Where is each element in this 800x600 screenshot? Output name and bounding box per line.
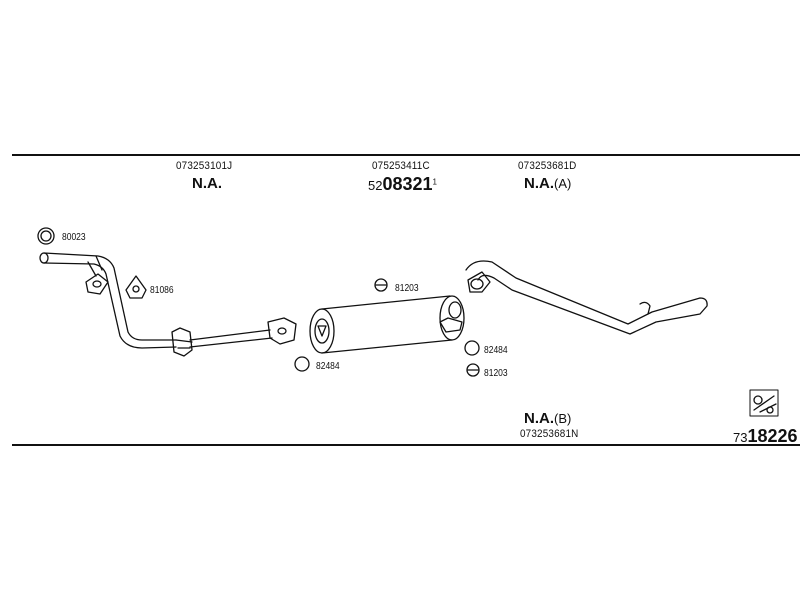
tail-pipe-na-suffix: (A) bbox=[554, 176, 572, 191]
bottom-rule bbox=[12, 444, 800, 446]
bottom-na-text: N.A. bbox=[524, 410, 554, 427]
muffler-part-code: 075253411C bbox=[372, 160, 430, 172]
diagram-number-main: 18226 bbox=[747, 426, 798, 446]
bottom-part-code: 073253681N bbox=[520, 428, 579, 440]
muffler-catalog-sup: 1 bbox=[432, 177, 437, 187]
muffler-catalog-prefix: 52 bbox=[368, 178, 383, 193]
bottom-na-suffix: (B) bbox=[554, 411, 572, 426]
tail-pipe-part-code: 073253681D bbox=[518, 160, 577, 172]
muffler-catalog-main: 08321 bbox=[382, 174, 433, 194]
top-rule bbox=[12, 154, 800, 156]
front-pipe-icon bbox=[39, 252, 297, 357]
ref-81203-bottom: 81203 bbox=[484, 368, 508, 379]
clamp-kit-icon bbox=[749, 389, 779, 417]
tail-pipe-na-text: N.A. bbox=[524, 175, 554, 192]
diagram-number-prefix: 73 bbox=[733, 430, 748, 445]
front-pipe-na-label: N.A. bbox=[192, 175, 222, 192]
muffler-icon bbox=[309, 295, 465, 354]
muffler-part-code-text: 075253411C bbox=[372, 160, 430, 172]
tail-pipe-icon bbox=[465, 260, 708, 335]
ref-81086: 81086 bbox=[150, 285, 174, 296]
tail-pipe-na-label: N.A.(A) bbox=[524, 175, 571, 192]
flange-gasket-icon bbox=[125, 275, 147, 299]
bottom-na-label: N.A.(B) bbox=[524, 410, 571, 427]
diagram-number: 7318226 bbox=[733, 426, 798, 447]
ref-80023: 80023 bbox=[62, 232, 86, 243]
front-pipe-part-code: 073253101J bbox=[176, 160, 233, 172]
rubber-hanger-icon bbox=[294, 278, 480, 377]
ref-82484-right: 82484 bbox=[484, 345, 508, 356]
ref-82484-left: 82484 bbox=[316, 361, 340, 372]
muffler-catalog-number: 52083211 bbox=[368, 174, 437, 195]
ref-81203-top: 81203 bbox=[395, 283, 419, 294]
ring-clamp-icon bbox=[37, 227, 55, 245]
